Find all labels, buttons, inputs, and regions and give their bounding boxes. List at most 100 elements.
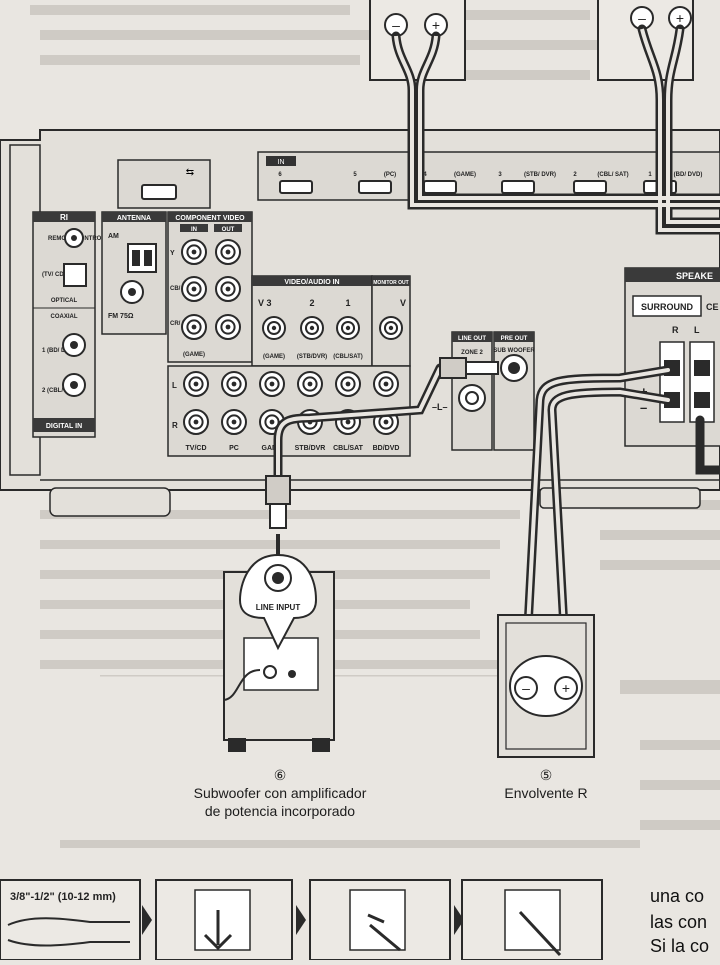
pre-out-label: PRE OUT bbox=[501, 336, 528, 342]
surround-r-caption: ⑤ Envolvente R bbox=[466, 766, 626, 802]
hdmi-port-label: 3 bbox=[498, 172, 502, 178]
hdmi-port bbox=[573, 180, 607, 194]
monitor-out-label: MONITOR OUT bbox=[373, 280, 408, 286]
hdmi-port-label: 4 bbox=[423, 172, 427, 178]
row-l-label: L bbox=[172, 381, 177, 390]
audio-input-label: PC bbox=[229, 445, 239, 452]
video-jacks bbox=[262, 316, 403, 340]
svg-text:–: – bbox=[392, 17, 400, 33]
hdmi-in-header: IN bbox=[278, 159, 285, 166]
va-2-label: 2 bbox=[309, 298, 314, 308]
usb-port bbox=[141, 184, 177, 200]
svg-text:+: + bbox=[676, 10, 684, 26]
hdmi-port bbox=[501, 180, 535, 194]
wire-length-label: 3/8"-1/2" (10-12 mm) bbox=[10, 891, 116, 903]
am-label: AM bbox=[108, 233, 119, 240]
subwoofer-caption: ⑥ Subwoofer con amplificador de potencia… bbox=[150, 766, 410, 820]
audio-input-label: BD/DVD bbox=[373, 445, 400, 452]
sp-l-label: L bbox=[694, 325, 700, 335]
comp-out-label: OUT bbox=[222, 227, 235, 233]
speakers-label: SPEAKE bbox=[676, 271, 713, 281]
coax1-label: 1 (BD/ DVD) bbox=[42, 348, 76, 354]
hdmi-port bbox=[358, 180, 392, 194]
hdmi-port-label: 5 bbox=[353, 172, 357, 178]
va-v3-label: V 3 bbox=[258, 298, 272, 308]
sp-r-label: R bbox=[672, 325, 679, 335]
zone2-label: ZONE 2 bbox=[461, 350, 483, 356]
usb-panel: ⇆ bbox=[117, 159, 211, 209]
subwoofer: LINE INPUT bbox=[223, 553, 335, 752]
surround-minus: – bbox=[522, 680, 530, 696]
right-text-line-2: las con bbox=[650, 912, 708, 932]
hdmi-port-label: 6 bbox=[278, 172, 282, 178]
subwoofer-caption-line1: Subwoofer con amplificador bbox=[193, 785, 367, 801]
step-arrow-3 bbox=[454, 905, 464, 935]
line-input-label: LINE INPUT bbox=[256, 603, 301, 612]
va-v-label: V bbox=[400, 298, 406, 308]
right-text-line-1: una co bbox=[650, 886, 705, 906]
front-speaker-left-terminal: – + bbox=[369, 0, 466, 81]
wire-prep-steps: 3/8"-1/2" (10-12 mm) bbox=[0, 879, 603, 961]
video-audio-in-label: VIDEO/AUDIO IN bbox=[284, 279, 339, 286]
line-out-panel: –L– LINE OUT ZONE 2 PRE OUT SUB WOOFER bbox=[432, 331, 535, 451]
surround-r-label: Envolvente R bbox=[504, 785, 588, 801]
speaker-terminal-panel: SPEAKE SURROUND CE R L + – bbox=[624, 267, 720, 447]
subwoofer-caption-line2: de potencia incorporado bbox=[204, 803, 356, 819]
hdmi-port-label: (BD/ DVD) bbox=[674, 172, 703, 178]
optical-tv-label: (TV/ CD) bbox=[42, 272, 66, 278]
comp-game-label: (GAME) bbox=[183, 352, 205, 358]
usb-icon: ⇆ bbox=[186, 167, 194, 178]
hdmi-port bbox=[279, 180, 313, 194]
va-stb-label: (STB/DVR) bbox=[297, 354, 327, 360]
surround-plus: + bbox=[562, 680, 570, 696]
va-game-label: (GAME) bbox=[263, 354, 285, 360]
audio-input-label: STB/DVR bbox=[295, 445, 326, 452]
fm-label: FM 75Ω bbox=[108, 313, 134, 320]
hdmi-input-panel: IN 6 5 (PC) 4 (GAME) 3 (STB/ DVR) 2 (CBL/ SAT) 1 (… bbox=[257, 151, 720, 201]
audio-input-label: TV/CD bbox=[186, 445, 207, 452]
hdmi-port bbox=[423, 180, 457, 194]
audio-input-labels: TV/CD PC GAME STB/DVR CBL/SAT BD/DVD bbox=[186, 445, 400, 452]
audio-input-label: CBL/SAT bbox=[333, 445, 364, 452]
row-r-label: R bbox=[172, 421, 178, 430]
l-marker: –L– bbox=[432, 402, 448, 412]
comp-pr-label: CR/ PR bbox=[170, 321, 191, 327]
digital-in-panel: RI REMOTE CONTROL (TV/ CD) OPTICAL COAXI… bbox=[32, 211, 105, 438]
hdmi-port-label: (CBL/ SAT) bbox=[597, 172, 628, 178]
minus-label: – bbox=[640, 400, 647, 415]
antenna-panel: ANTENNA AM FM 75Ω bbox=[101, 211, 167, 335]
audio-input-label: GAME bbox=[262, 445, 283, 452]
surround-label: SURROUND bbox=[641, 302, 694, 312]
svg-text:+: + bbox=[432, 17, 440, 33]
line-out-label: LINE OUT bbox=[458, 336, 486, 342]
subwoofer-number: ⑥ bbox=[273, 767, 287, 783]
hdmi-port-label: 2 bbox=[573, 172, 577, 178]
digital-in-label: DIGITAL IN bbox=[46, 423, 82, 430]
right-text-line-3: Si la co bbox=[650, 936, 710, 956]
optical-label: OPTICAL bbox=[51, 298, 78, 304]
surround-r-number: ⑤ bbox=[539, 767, 553, 783]
hdmi-port-label: 1 bbox=[648, 172, 652, 178]
subwoofer-rca-cable bbox=[265, 357, 499, 570]
component-video-label: COMPONENT VIDEO bbox=[175, 215, 245, 222]
component-jacks bbox=[181, 239, 241, 340]
step-arrow-1 bbox=[142, 905, 152, 935]
hdmi-port-label: (GAME) bbox=[454, 172, 476, 178]
va-1-label: 1 bbox=[345, 298, 350, 308]
coaxial-label: COAXIAL bbox=[51, 314, 78, 320]
coax2-label: 2 (CBL/ SAT) bbox=[42, 388, 78, 394]
comp-y-label: Y bbox=[170, 250, 175, 257]
surround-speaker-cable bbox=[521, 365, 720, 670]
antenna-label: ANTENNA bbox=[117, 215, 151, 222]
sub-woofer-label: SUB WOOFER bbox=[493, 348, 535, 354]
component-video-panel: COMPONENT VIDEO IN OUT Y CB/ PB CR/ PR (… bbox=[167, 211, 253, 363]
center-label: CE bbox=[706, 302, 719, 312]
optical-port bbox=[63, 263, 87, 287]
ri-label: RI bbox=[60, 213, 68, 222]
svg-text:–: – bbox=[638, 10, 646, 26]
hdmi-port-label: (STB/ DVR) bbox=[524, 172, 556, 178]
comp-pb-label: CB/ PB bbox=[170, 286, 191, 292]
hdmi-port-label: (PC) bbox=[384, 172, 396, 178]
